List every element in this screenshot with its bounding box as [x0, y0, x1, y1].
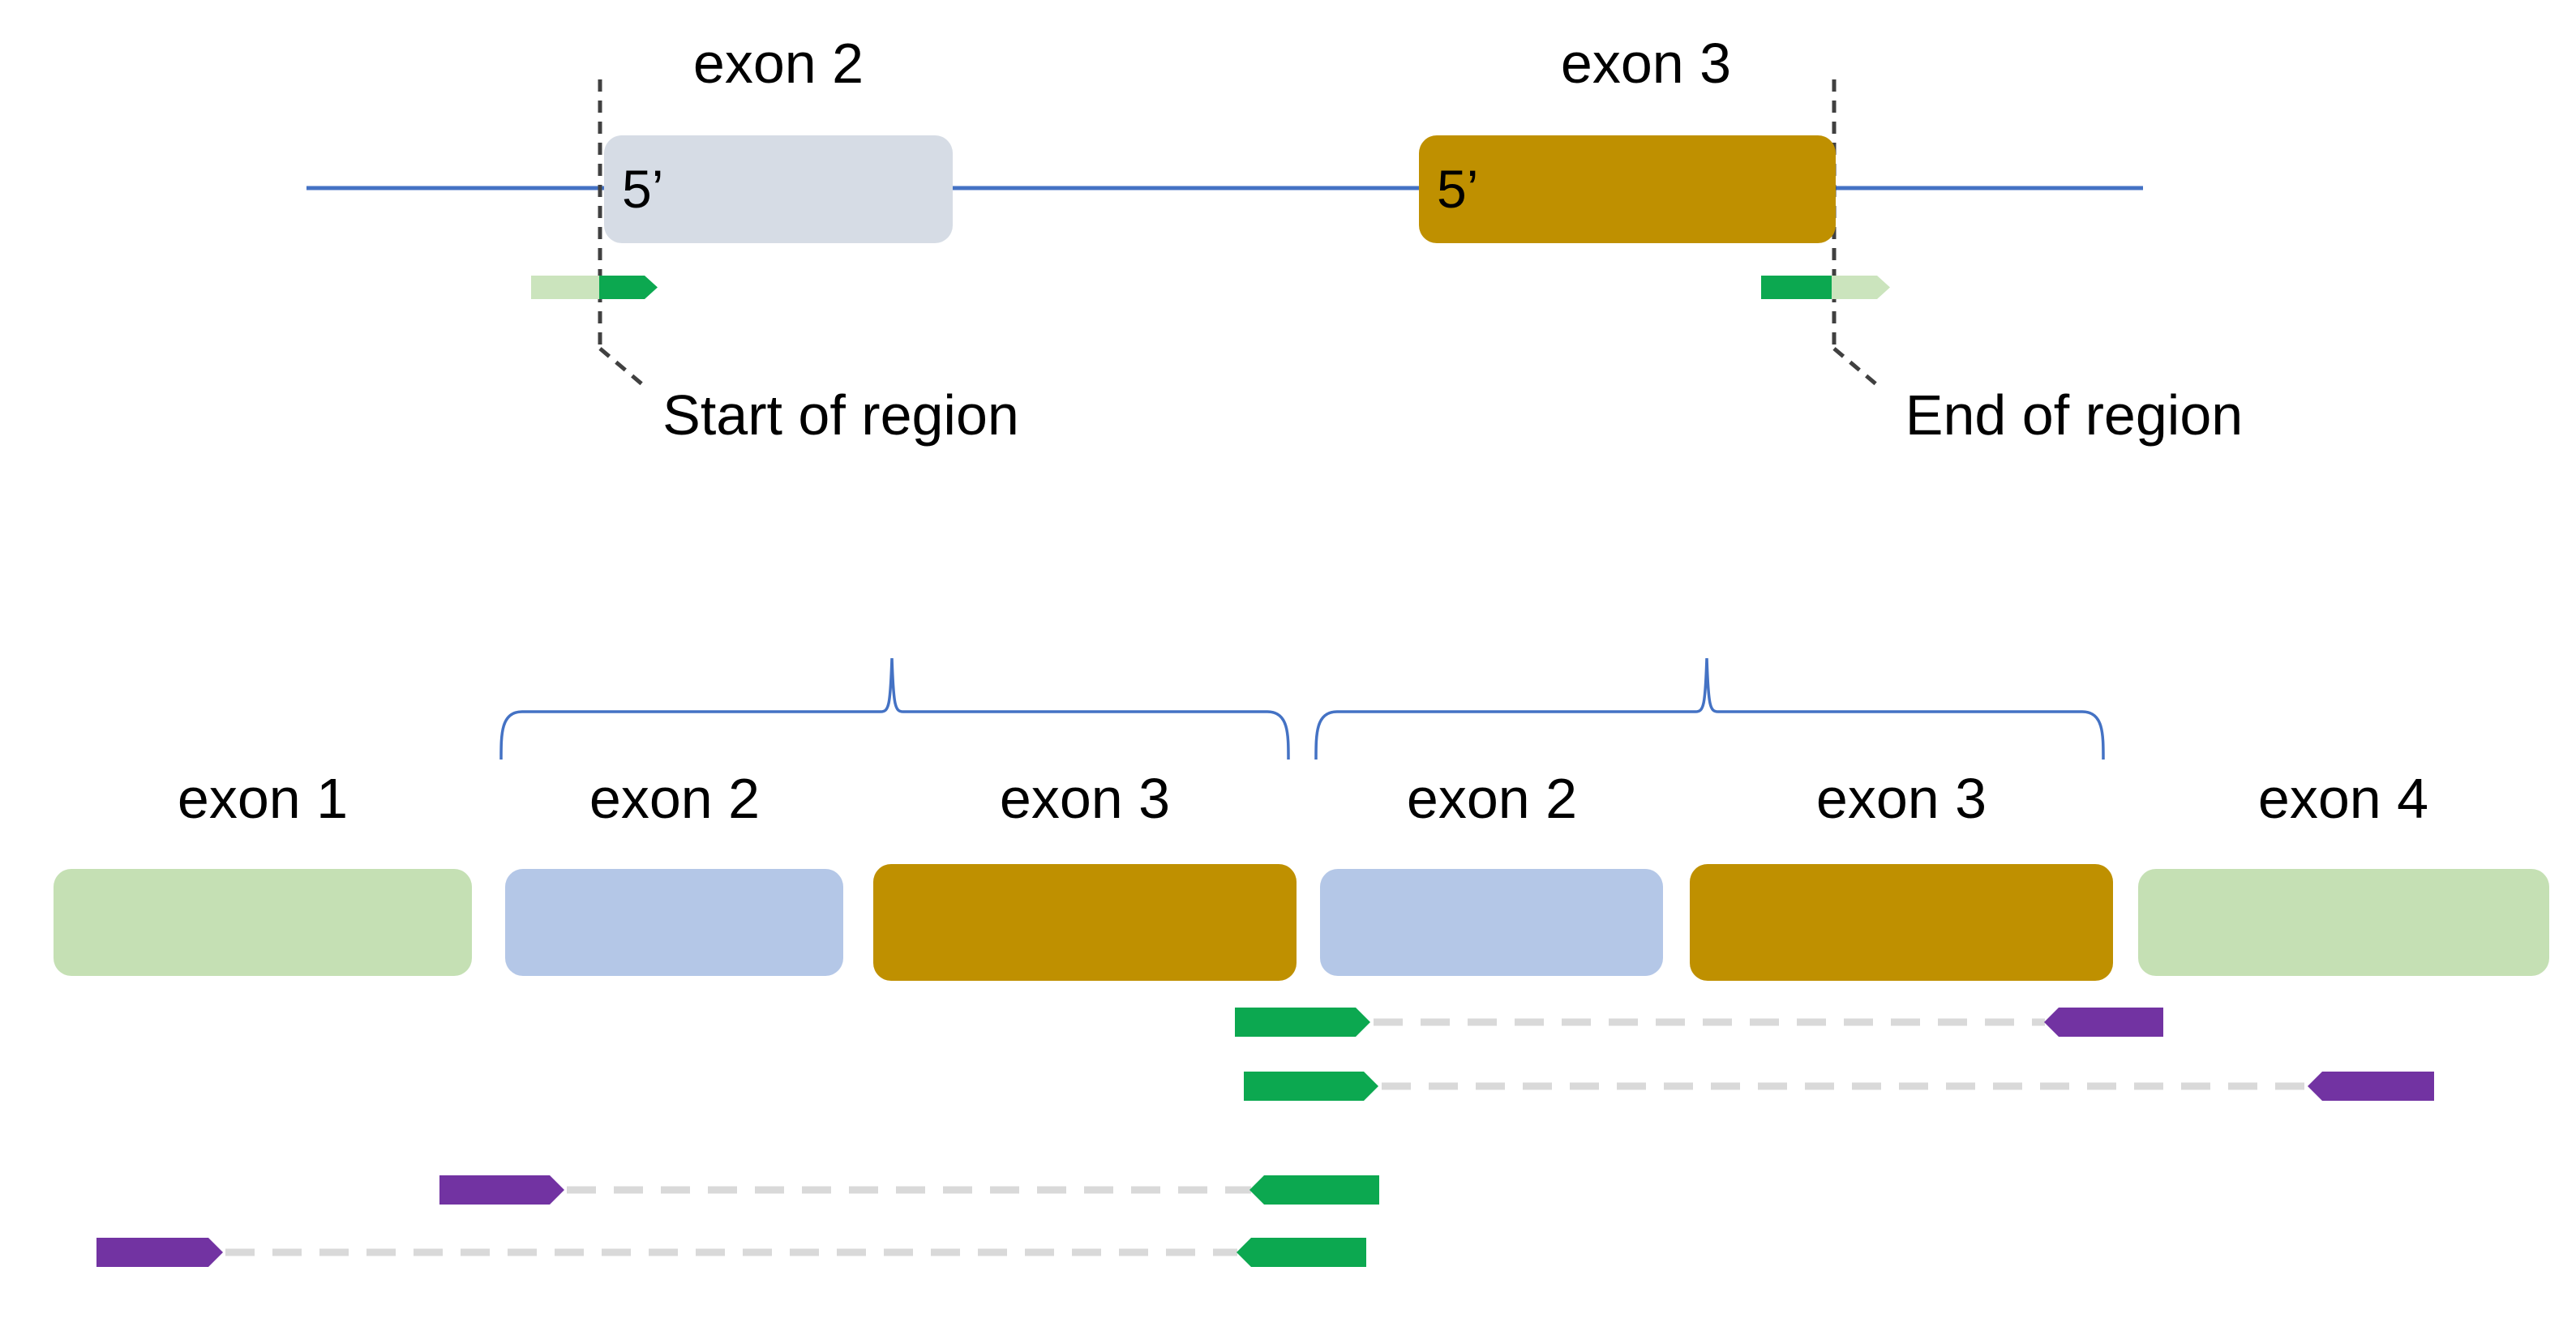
start-marker-outside-segment	[531, 276, 599, 299]
bottom-exon3b-label: exon 3	[1815, 767, 1987, 830]
top-exon3-five-prime: 5’	[1437, 159, 1479, 219]
bottom-exon2b-label: exon 2	[1406, 767, 1578, 830]
read-pair-4-green-arrow-icon	[1237, 1238, 1366, 1267]
bottom-exon2b-box	[1320, 869, 1663, 976]
duplication-brace-left	[499, 657, 1290, 760]
bottom-exon2a-label: exon 2	[589, 767, 761, 830]
bottom-exon2a-box	[505, 869, 843, 976]
duplication-brace-right	[1314, 657, 2105, 760]
bottom-exon4-label: exon 4	[2257, 767, 2429, 830]
read-pair-3-green-arrow-icon	[1249, 1175, 1379, 1205]
read-pair-1-green-arrow-icon	[1235, 1008, 1370, 1037]
start-marker-arrow-icon	[599, 276, 658, 299]
top-exon3-box: 5’	[1419, 135, 1836, 243]
read-pair-2-green-arrow-icon	[1244, 1072, 1378, 1101]
bottom-exon3a-label: exon 3	[999, 767, 1171, 830]
read-pair-4-purple-arrow-icon	[96, 1238, 223, 1267]
end-marker-inside-segment	[1761, 276, 1832, 299]
top-exon3-label: exon 3	[1560, 32, 1732, 95]
bottom-exon4-box	[2138, 869, 2549, 976]
top-exon2-five-prime: 5’	[622, 159, 664, 219]
bottom-exon1-label: exon 1	[177, 767, 349, 830]
end-of-region-label: End of region	[1905, 383, 2244, 447]
bottom-exon3b-box	[1690, 864, 2113, 981]
top-exon2-label: exon 2	[692, 32, 864, 95]
read-pair-1-purple-arrow-icon	[2044, 1008, 2163, 1037]
end-marker-arrow-icon	[1832, 276, 1890, 299]
read-pair-2-purple-arrow-icon	[2308, 1072, 2434, 1101]
start-of-region-label: Start of region	[662, 383, 1019, 447]
bottom-exon3a-box	[873, 864, 1297, 981]
read-pair-3-purple-arrow-icon	[439, 1175, 564, 1205]
bottom-exon1-box	[54, 869, 472, 976]
top-exon2-box: 5’	[604, 135, 953, 243]
